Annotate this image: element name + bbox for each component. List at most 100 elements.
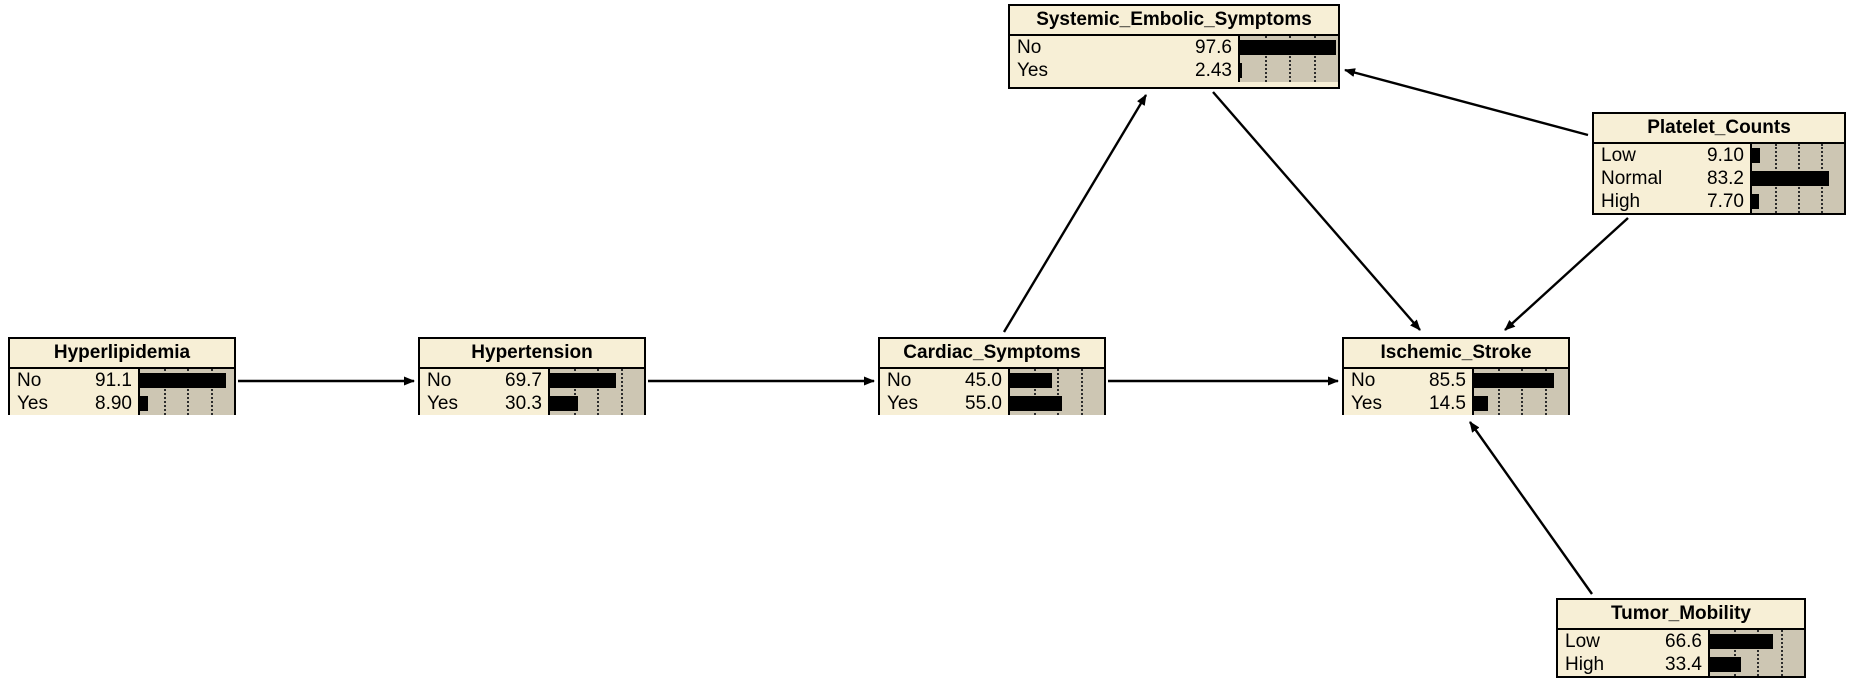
edge-platelet-systemic [1344,68,1589,137]
bar-gridline [1757,630,1759,676]
state-value: 7.70 [1707,190,1744,212]
state-bar-fill [550,373,616,388]
state-bar-fill [1010,373,1053,388]
state-bar-column-hyperlipidemia [140,369,234,415]
state-bar-row [1752,144,1844,167]
bar-gridline [1313,36,1316,82]
bar-gridline [1780,630,1783,676]
bar-gridline [1264,36,1267,82]
state-bar-fill [1474,396,1488,411]
state-bar-column-platelet_counts [1752,144,1844,213]
bar-gridline [1497,369,1500,415]
state-value: 33.4 [1665,653,1702,675]
state-value: 14.5 [1429,392,1466,414]
state-bar-fill [1752,148,1761,163]
node-title-systemic_embolic_symptoms: Systemic_Embolic_Symptoms [1010,6,1338,36]
state-bar-fill [1474,373,1555,388]
state-value: 2.43 [1195,59,1232,81]
state-bar-fill [1010,396,1062,411]
state-value: 83.2 [1707,167,1744,189]
state-name: Yes [17,392,48,414]
state-value: 8.90 [95,392,132,414]
bar-gridline [573,369,576,415]
node-title-tumor_mobility: Tumor_Mobility [1558,600,1804,630]
state-name: Low [1601,144,1636,166]
state-bar-row [550,369,644,392]
state-row: No 91.1 [10,369,138,392]
state-name: Yes [427,392,458,414]
state-name: Normal [1601,167,1663,189]
state-value: 97.6 [1195,36,1232,58]
state-name: No [1017,36,1042,58]
state-name: High [1601,190,1641,212]
state-bar-fill [1710,657,1742,672]
state-bar-row [1474,369,1568,392]
state-bar-row [1710,653,1804,676]
state-row: Yes 2.43 [1010,59,1238,82]
state-bar-row [1240,36,1338,59]
state-row: Normal 83.2 [1594,167,1750,190]
state-row: Low 9.10 [1594,144,1750,167]
state-name: No [17,369,42,391]
state-bar-fill [1710,634,1773,649]
state-bar-row [1710,630,1804,653]
state-bar-row [1752,167,1844,190]
state-value: 55.0 [965,392,1002,414]
state-bar-column-tumor_mobility [1710,630,1804,676]
edge-platelet-ischemic [1504,217,1629,331]
bar-gridline [1733,630,1736,676]
state-bar-row [1010,392,1104,415]
state-value: 91.1 [95,369,132,391]
state-name: No [887,369,912,391]
node-title-hypertension: Hypertension [420,339,644,369]
state-name: Low [1565,630,1600,652]
state-value: 85.5 [1429,369,1466,391]
state-bar-column-cardiac_symptoms [1010,369,1104,415]
state-bar-fill [1240,63,1243,78]
state-value: 9.10 [1707,144,1744,166]
state-name: Yes [1351,392,1382,414]
state-bar-fill [140,373,226,388]
bar-gridline [187,369,189,415]
state-bar-column-hypertension [550,369,644,415]
state-row: Yes 8.90 [10,392,138,415]
state-bar-fill [1752,171,1829,186]
bar-gridline [1521,369,1523,415]
edge-systemic-ischemic [1212,91,1421,331]
bar-gridline [210,369,213,415]
bar-gridline [1033,369,1036,415]
bar-gridline [1080,369,1083,415]
bar-gridline [1544,369,1547,415]
node-title-hyperlipidemia: Hyperlipidemia [10,339,234,369]
edge-tumor-ischemic [1469,421,1593,595]
state-bar-column-systemic_embolic_symptoms [1240,36,1338,82]
state-name: Yes [887,392,918,414]
edge-cardiac-systemic [1002,94,1148,333]
state-name: Yes [1017,59,1048,81]
state-bar-row [1010,369,1104,392]
bar-gridline [1057,369,1059,415]
